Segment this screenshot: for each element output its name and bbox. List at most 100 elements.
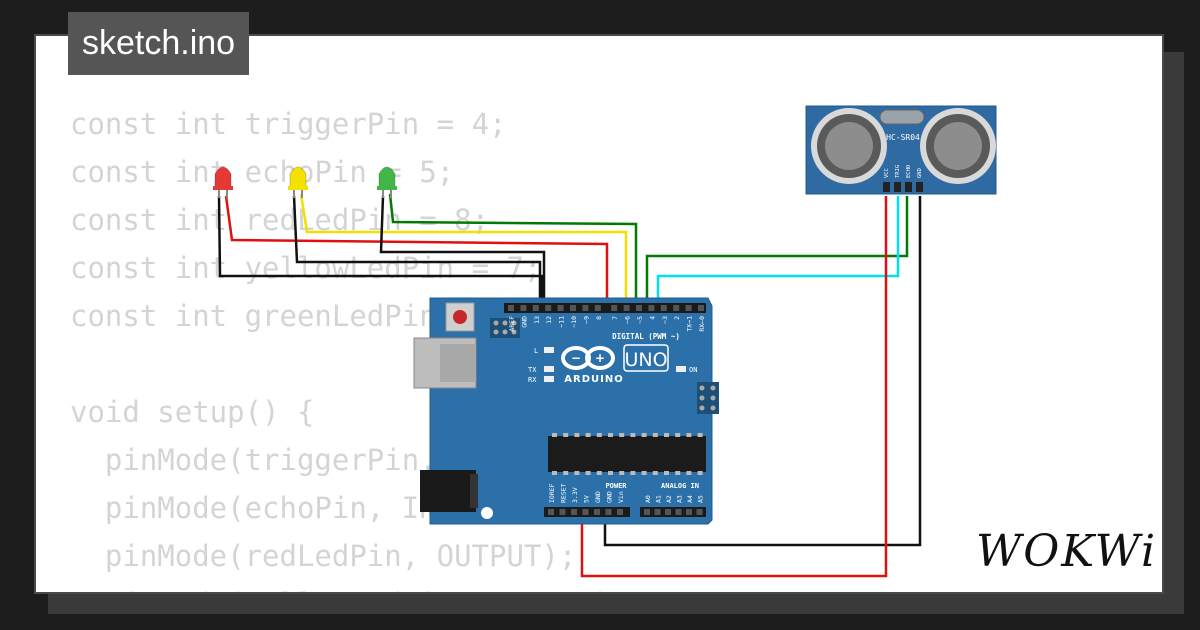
power-pin[interactable] [617, 509, 623, 515]
sensor-pin-label: VCC [884, 168, 890, 178]
arduino-logo: − + [561, 346, 615, 370]
analog-header-title: ANALOG IN [661, 482, 699, 490]
digital-pin[interactable] [532, 305, 539, 311]
digital-pin[interactable] [660, 305, 667, 311]
wire-echo [656, 196, 900, 306]
wire-led-gnd-1 [217, 195, 544, 306]
analog-pin[interactable] [696, 509, 703, 515]
sensor-transducer-right [920, 108, 996, 184]
power-pin[interactable] [548, 509, 554, 515]
power-pin-label: GND [594, 491, 602, 503]
digital-pin[interactable] [520, 305, 527, 311]
digital-pin[interactable] [636, 305, 642, 311]
reset-button[interactable] [445, 302, 475, 332]
digital-pin[interactable] [594, 305, 601, 311]
sensor-pin[interactable] [894, 182, 901, 192]
digital-pin-label: ~10 [570, 316, 578, 328]
digital-header-title: DIGITAL (PWM ~) [612, 332, 680, 341]
analog-pin[interactable] [644, 509, 650, 515]
led-green[interactable] [377, 166, 397, 198]
status-leds: L TX RX ON [528, 347, 697, 384]
led-on-label: ON [689, 366, 697, 374]
power-pin-label: Vin [617, 491, 625, 503]
wire-led-gnd-2 [292, 195, 542, 306]
sensor-pin-label: TRIG [895, 165, 901, 178]
led-yellow[interactable] [288, 166, 308, 198]
digital-pin-label: ~6 [624, 316, 632, 324]
digital-pin[interactable] [648, 305, 655, 311]
sensor-pin[interactable] [905, 182, 912, 192]
digital-pin[interactable] [570, 305, 576, 311]
digital-pin[interactable] [611, 305, 618, 311]
sensor-pin-label: ECHO [906, 165, 912, 178]
board-model: UNO [624, 349, 667, 371]
power-pin-label: GND [606, 491, 614, 503]
digital-pin[interactable] [557, 305, 564, 311]
analog-pin-label: A1 [655, 495, 663, 503]
digital-pin[interactable] [508, 305, 514, 311]
power-pin[interactable] [594, 509, 600, 515]
code-line: pinMode(redLedPin, OUTPUT); [70, 539, 577, 573]
sensor-transducer-left [811, 108, 887, 184]
wire-led-gnd-3 [379, 195, 546, 306]
analog-pin[interactable] [654, 509, 661, 515]
wire-yellow-led [299, 193, 628, 306]
analog-pin[interactable] [665, 509, 671, 515]
power-pin[interactable] [605, 509, 612, 515]
sensor-pin[interactable] [916, 182, 923, 192]
digital-pin[interactable] [698, 305, 704, 311]
power-pin-label: 3.3V [571, 487, 579, 503]
analog-pin[interactable] [686, 509, 692, 515]
wire-trig [645, 196, 909, 306]
code-line: pinMode(yellowLedPin, OUTPUT); [70, 580, 629, 592]
analog-pin-label: A3 [676, 495, 684, 503]
wire-vcc-sensor [580, 196, 888, 578]
digital-pin-label: TX→1 [686, 316, 694, 332]
digital-pin-label: 13 [533, 316, 541, 324]
power-pin[interactable] [571, 509, 577, 515]
file-tab[interactable]: sketch.ino [68, 12, 250, 75]
board-brand: ARDUINO [564, 374, 623, 385]
digital-pin[interactable] [623, 305, 630, 311]
power-pin[interactable] [582, 509, 589, 515]
power-pin-label: 5V [583, 495, 591, 503]
digital-pin-label: 8 [595, 316, 603, 320]
wire-green-led [388, 193, 638, 306]
digital-pin-label: GND [520, 316, 528, 328]
digital-pin-label: AREF [508, 316, 516, 332]
digital-pin-label: ~3 [661, 316, 669, 324]
led-tx-label: TX [528, 366, 537, 374]
analog-pin-label: A0 [644, 495, 652, 503]
led-red[interactable] [213, 166, 233, 198]
digital-pin[interactable] [673, 305, 680, 311]
digital-pin-label: ~9 [582, 316, 590, 324]
sensor-label: HC-SR04 [886, 133, 920, 142]
sensor-pin[interactable] [883, 182, 890, 192]
analog-pin-label: A4 [686, 495, 694, 503]
digital-pin[interactable] [685, 305, 692, 311]
code-line: const int yellowLedPin = 7; [70, 251, 542, 285]
digital-pin-label: 7 [611, 316, 619, 320]
digital-pin[interactable] [545, 305, 552, 311]
code-line: void setup() { [70, 395, 315, 429]
power-pin[interactable] [559, 509, 566, 515]
analog-pin[interactable] [675, 509, 682, 515]
microcontroller-chip [548, 433, 706, 475]
power-pin-label: IOREF [548, 483, 556, 503]
svg-text:−: − [571, 351, 581, 365]
analog-pin-label: A5 [697, 495, 705, 503]
digital-pin-label: ~11 [558, 316, 566, 328]
code-line: const int redLedPin = 8; [70, 203, 490, 237]
power-pin-label: RESET [560, 483, 568, 503]
digital-pin[interactable] [582, 305, 589, 311]
power-header-title: POWER [605, 482, 627, 490]
wires [217, 193, 922, 578]
analog-pin-label: A2 [665, 495, 673, 503]
